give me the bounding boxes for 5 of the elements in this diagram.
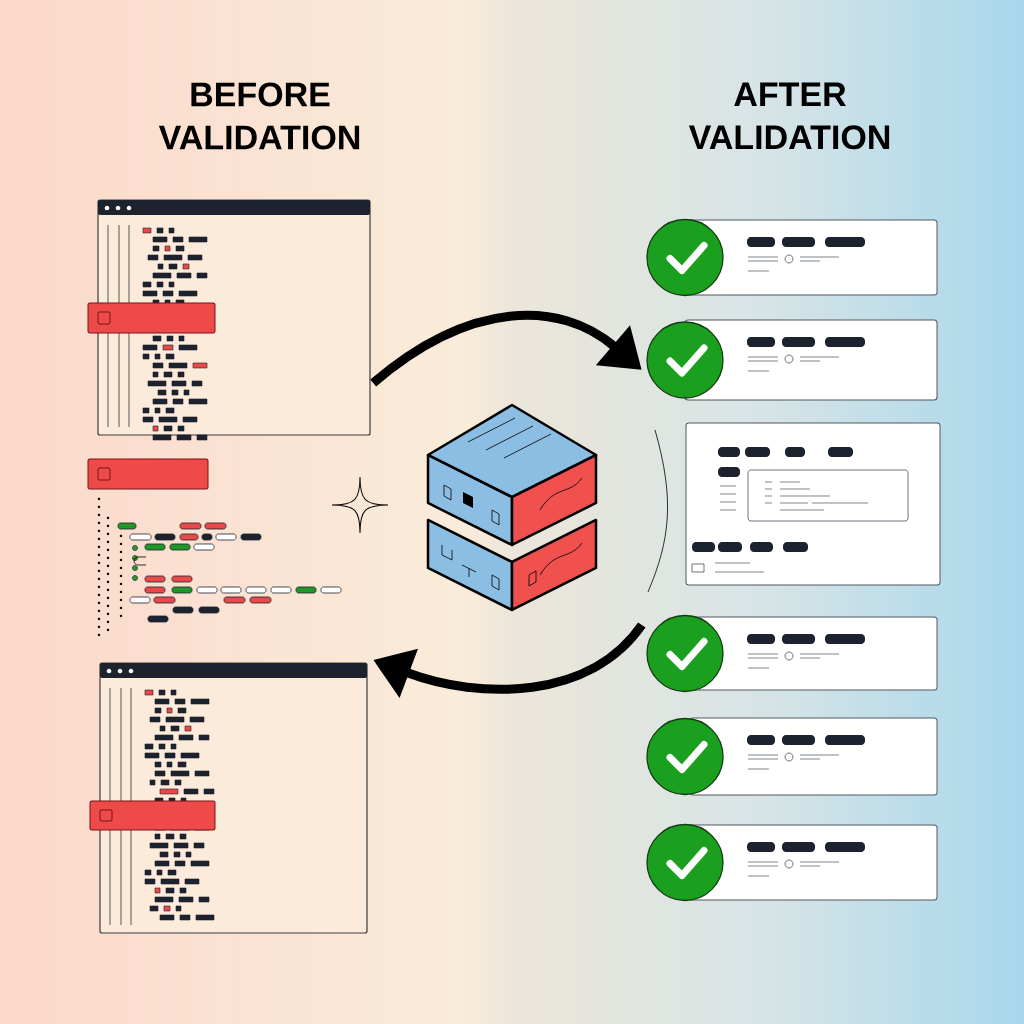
code-editor-drawing bbox=[87, 199, 371, 934]
heading: BEFORE VALIDATION bbox=[158, 82, 360, 150]
server-drawing bbox=[426, 403, 598, 612]
heading: AFTER VALIDATION bbox=[688, 82, 890, 150]
validated-cards-drawing bbox=[646, 218, 941, 902]
